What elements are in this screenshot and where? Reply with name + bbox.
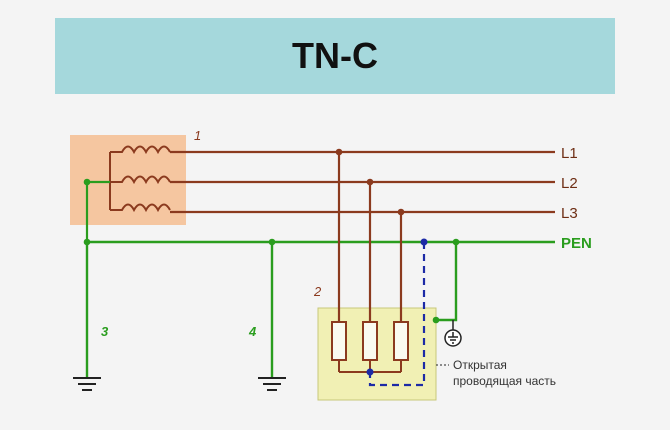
load-resistors: [331, 321, 409, 361]
marker-load: 2: [313, 284, 322, 299]
annotation-line-2: проводящая часть: [453, 374, 556, 388]
ground-symbol-repeat: [258, 377, 286, 391]
ground-symbol-source: [73, 377, 101, 391]
node-l3: [397, 208, 405, 216]
title-band: TN-C: [55, 18, 615, 94]
marker-source-ground: 3: [101, 324, 109, 339]
transformer-windings: [109, 145, 171, 213]
pen-node-source: [83, 238, 91, 246]
label-l1: L1: [561, 145, 578, 162]
neutral-node-pen: [420, 238, 428, 246]
label-l3: L3: [561, 205, 578, 222]
node-l2: [366, 178, 374, 186]
label-pen: PEN: [561, 235, 592, 252]
pe-node-pen: [452, 238, 460, 246]
resistor-3: [393, 321, 409, 361]
protective-earth-icon: [444, 320, 462, 347]
marker-repeat-ground: 4: [248, 324, 257, 339]
neutral-dashed-wire: [368, 242, 426, 387]
page-title: TN-C: [292, 35, 378, 76]
pe-node-enclosure: [432, 316, 440, 324]
node-l1: [335, 148, 343, 156]
resistor-2: [362, 321, 378, 361]
neutral-node-load: [366, 368, 374, 376]
pen-node-repeat: [268, 238, 276, 246]
resistor-1: [331, 321, 347, 361]
marker-source: 1: [194, 128, 201, 143]
pe-enclosure-wire: [436, 242, 458, 322]
label-l2: L2: [561, 175, 578, 192]
star-point-node: [83, 178, 91, 186]
annotation-line-1: Открытая: [453, 358, 507, 372]
